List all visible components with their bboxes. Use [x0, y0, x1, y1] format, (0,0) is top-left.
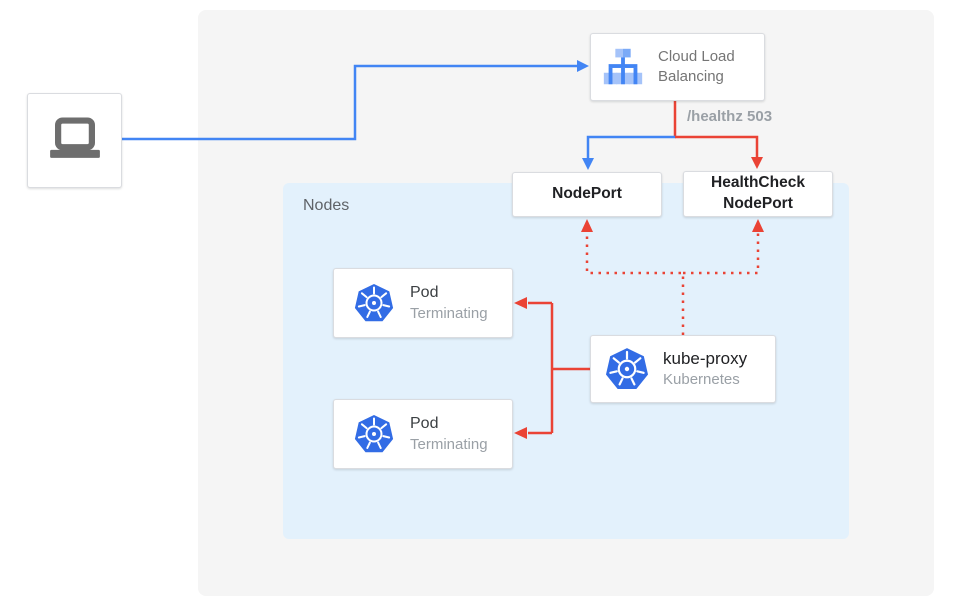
nodes-panel-label: Nodes [303, 197, 350, 214]
kube-proxy-title: kube-proxy [663, 349, 748, 369]
kube-proxy-text: kube-proxy Kubernetes [663, 348, 747, 390]
cloud-load-balancing-icon [603, 48, 643, 85]
healthcheck-nodeport-label-line2: NodePort [723, 195, 793, 212]
pod-terminating-box-2: Pod Terminating [333, 399, 513, 469]
kubernetes-icon [605, 348, 649, 390]
healthcheck-nodeport-box: HealthCheck NodePort [683, 171, 833, 217]
cloud-load-balancing-label: Cloud Load Balancing [658, 47, 735, 88]
nodeport-label: NodePort [552, 185, 622, 203]
laptop-icon [49, 116, 100, 158]
pod-status: Terminating [410, 304, 488, 322]
client-laptop-box [27, 93, 122, 188]
pod-text: Pod Terminating [410, 283, 488, 323]
pod-text: Pod Terminating [410, 414, 488, 454]
pod-terminating-box-1: Pod Terminating [333, 268, 513, 338]
cloud-load-balancing-box: Cloud Load Balancing [590, 33, 765, 101]
healthz-status-label: /healthz 503 [687, 108, 773, 125]
kube-proxy-subtitle: Kubernetes [663, 371, 740, 389]
nodeport-box: NodePort [512, 172, 662, 217]
pod-status: Terminating [410, 435, 488, 453]
pod-title: Pod [410, 283, 439, 301]
clb-label-line1: Cloud Load [658, 47, 735, 65]
pod-title: Pod [410, 414, 439, 432]
kubernetes-icon [354, 284, 394, 322]
clb-label-line2: Balancing [658, 68, 724, 85]
kube-proxy-box: kube-proxy Kubernetes [590, 335, 776, 403]
healthcheck-nodeport-label-line1: HealthCheck [711, 174, 805, 192]
kubernetes-icon [354, 415, 394, 453]
